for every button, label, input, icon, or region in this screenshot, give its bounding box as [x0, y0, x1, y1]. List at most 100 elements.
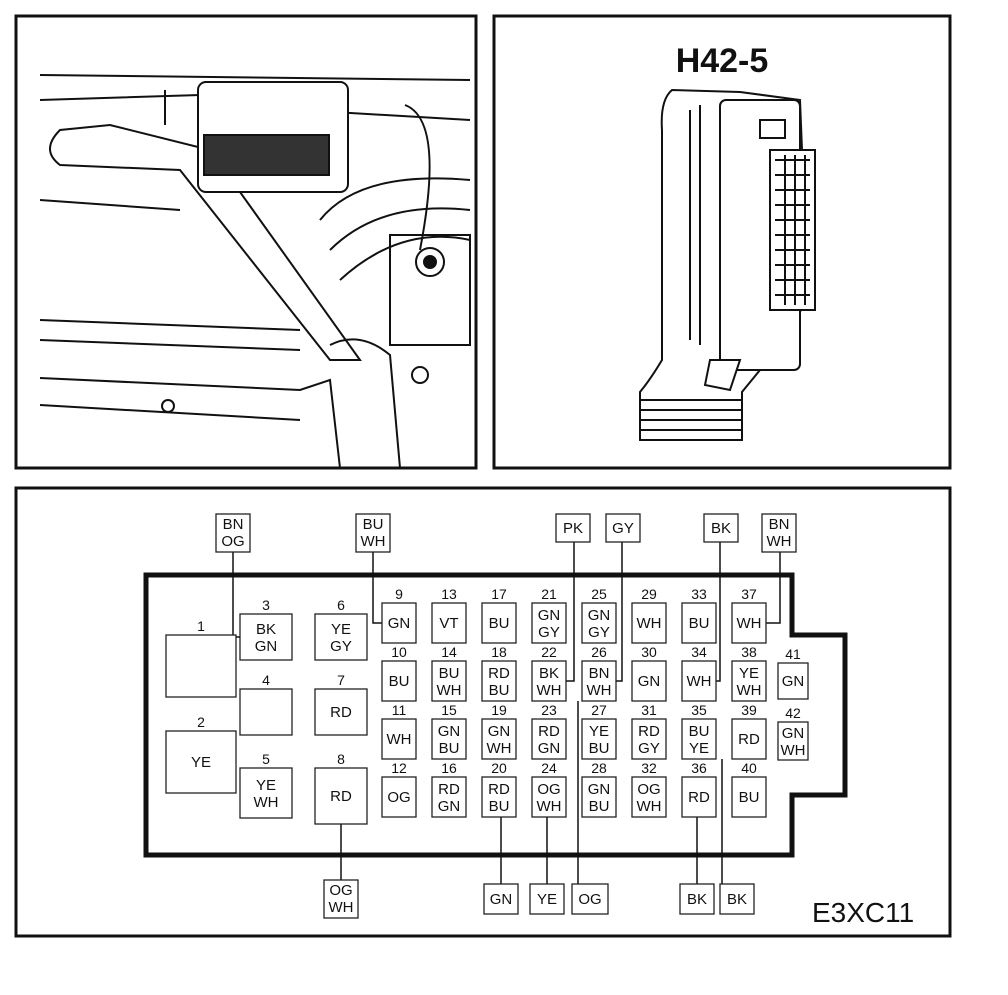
- pin-number: 26: [591, 644, 607, 660]
- wire-color-code: BU: [739, 789, 760, 806]
- pin-number: 23: [541, 702, 557, 718]
- pin-array: 12YE3BKGN45YEWH6YEGY7RD8RD9GN10BU11WH12O…: [165, 586, 809, 825]
- top-wire-2: PK: [555, 513, 591, 543]
- pin-number: 42: [785, 705, 801, 721]
- pin-box: [381, 776, 417, 818]
- pin-1: 1: [165, 618, 237, 698]
- wire-color-code: GN: [638, 673, 661, 690]
- wire-color-code: YE: [256, 777, 276, 794]
- pin-box: [314, 613, 368, 661]
- pin-number: 2: [197, 714, 205, 730]
- pin-box: [165, 634, 237, 698]
- wire-color-code: WH: [437, 682, 462, 699]
- wire-color-code: OG: [387, 789, 410, 806]
- pin-box: [731, 660, 767, 702]
- wire-color-code: YE: [191, 754, 211, 771]
- bottom-wire-3: OG: [571, 883, 609, 915]
- pin-box: [431, 660, 467, 702]
- wire-color-code: BN: [769, 516, 790, 533]
- wire-color-code: WH: [487, 740, 512, 757]
- wire-color-code: WH: [361, 533, 386, 550]
- pin-4: 4: [239, 672, 293, 736]
- pin-box: [531, 718, 567, 760]
- pinout-panel: 12YE3BKGN45YEWH6YEGY7RD8RD9GN10BU11WH12O…: [14, 486, 952, 938]
- wire-color-code: RD: [438, 781, 460, 798]
- pin-box: [731, 718, 767, 760]
- pin-number: 17: [491, 586, 507, 602]
- pin-box: [581, 776, 617, 818]
- pin-box: [481, 776, 517, 818]
- pin-box: [631, 718, 667, 760]
- wire-color-code: WH: [781, 742, 806, 759]
- pin-number: 30: [641, 644, 657, 660]
- wire-color-code: GN: [438, 798, 461, 815]
- wire-color-code: GY: [588, 624, 610, 641]
- wire-color-code: GN: [438, 723, 461, 740]
- wire-color-code: BU: [439, 665, 460, 682]
- pin-box: [481, 602, 517, 644]
- pin-box: [431, 602, 467, 644]
- bottom-wire-4: BK: [679, 883, 715, 915]
- wire-label-box: [703, 513, 739, 543]
- wire-color-code: BU: [589, 798, 610, 815]
- wire-label-box: [215, 513, 251, 553]
- wire-color-code: GN: [538, 607, 561, 624]
- wire-color-code: GN: [538, 740, 561, 757]
- pin-number: 40: [741, 760, 757, 776]
- wire-label-box: [605, 513, 641, 543]
- wire-color-code: OG: [637, 781, 660, 798]
- wire-color-code: GN: [782, 673, 805, 690]
- wire-label-box: [529, 883, 565, 915]
- wire-color-code: WH: [687, 673, 712, 690]
- location-view-panel: [14, 14, 478, 470]
- pin-box: [777, 721, 809, 761]
- pin-number: 3: [262, 597, 270, 613]
- wire-color-code: BK: [256, 621, 276, 638]
- wire-color-code: WH: [254, 794, 279, 811]
- wire-label-box: [555, 513, 591, 543]
- wire-color-code: YE: [689, 740, 709, 757]
- pin-number: 27: [591, 702, 607, 718]
- pin-box: [239, 688, 293, 736]
- pin-number: 35: [691, 702, 707, 718]
- wire-color-code: RD: [488, 665, 510, 682]
- pin-2: 2YE: [165, 714, 237, 794]
- pin-number: 34: [691, 644, 707, 660]
- wire-color-code: WH: [737, 682, 762, 699]
- pin-number: 10: [391, 644, 407, 660]
- pin-8: 8RD: [314, 751, 368, 825]
- pin-number: 24: [541, 760, 557, 776]
- wire-color-code: YE: [589, 723, 609, 740]
- wire-color-code: WH: [737, 615, 762, 632]
- pin-box: [581, 718, 617, 760]
- pin-9: 9GN: [381, 586, 417, 644]
- pin-box: [631, 776, 667, 818]
- wire-color-code: BU: [489, 798, 510, 815]
- wire-color-code: OG: [578, 891, 601, 908]
- wire-label-box: [679, 883, 715, 915]
- pin-box: [531, 660, 567, 702]
- wire-color-code: GY: [538, 624, 560, 641]
- pin-box: [381, 660, 417, 702]
- pin-number: 28: [591, 760, 607, 776]
- pin-box: [581, 660, 617, 702]
- wire-color-code: RD: [638, 723, 660, 740]
- wire-color-code: RD: [330, 704, 352, 721]
- pin-box: [314, 767, 368, 825]
